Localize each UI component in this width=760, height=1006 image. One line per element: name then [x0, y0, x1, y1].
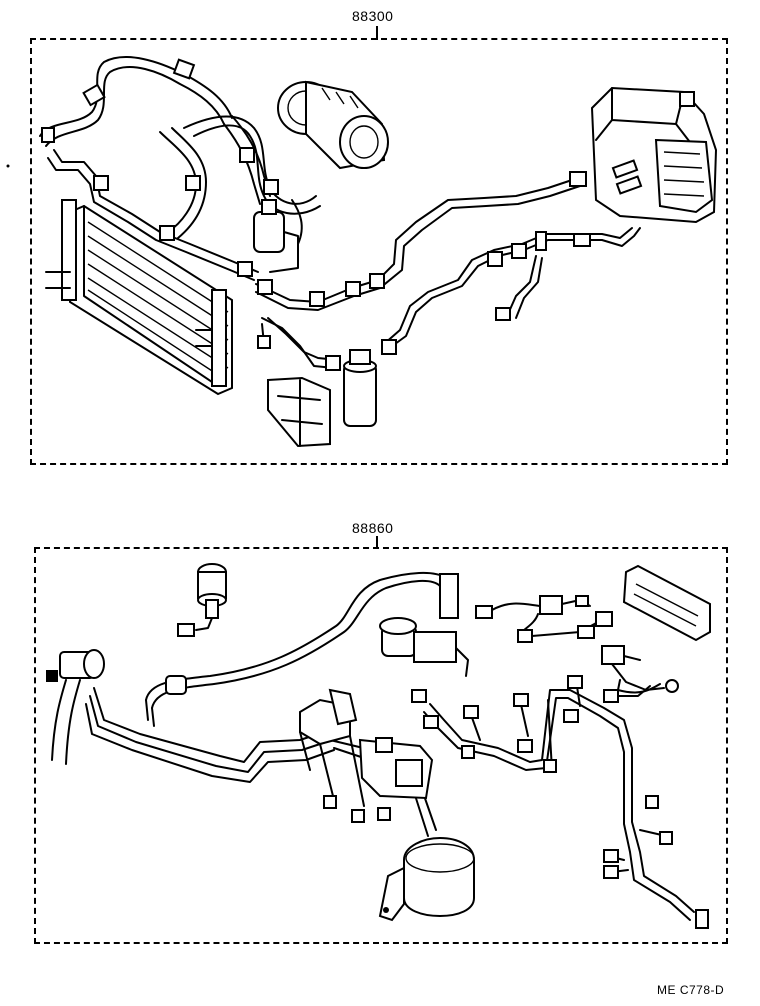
receiver-drier-icon	[343, 349, 377, 427]
wire-harness-icon	[411, 675, 709, 929]
pressure-switch-icon	[253, 199, 303, 273]
relay-connectors-icon	[475, 595, 679, 703]
suction-hose-icon	[159, 115, 321, 239]
evaporator-unit-icon	[590, 86, 718, 224]
mounting-bracket-icon	[267, 376, 331, 448]
part-number-88860-label: 88860	[352, 520, 394, 536]
leader-line-top	[376, 26, 378, 40]
discharge-hose-icon	[39, 56, 259, 281]
drawing-code-label: ME C778-D	[657, 983, 725, 997]
vacuum-tank-icon	[378, 836, 475, 922]
leader-line-bottom	[376, 536, 378, 549]
assembly-frame-88300	[30, 38, 728, 465]
compressor-icon	[277, 80, 389, 170]
liquid-tube-icon	[255, 177, 641, 369]
pressure-sensor-icon	[46, 649, 105, 765]
condenser-icon	[45, 199, 233, 396]
relay-icon	[177, 563, 227, 637]
vacuum-actuator-icon	[379, 573, 469, 677]
vacuum-valve-assembly-icon	[299, 688, 434, 823]
part-number-88300-label: 88300	[352, 8, 394, 24]
control-panel-plate-icon	[622, 564, 711, 642]
tube-fittings-icon	[41, 58, 591, 371]
assembly-frame-88860	[34, 547, 728, 944]
scan-mark	[6, 164, 10, 168]
